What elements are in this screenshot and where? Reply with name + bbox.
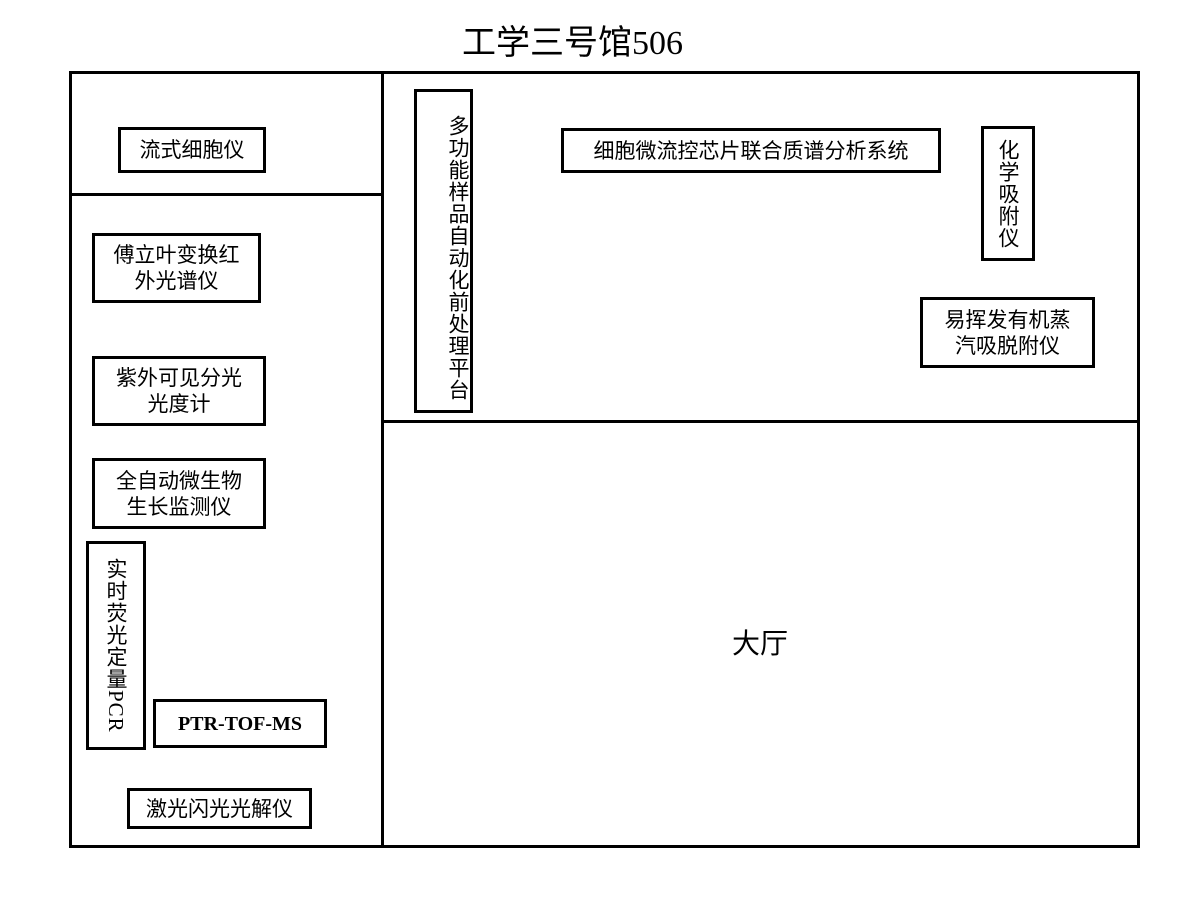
equipment-voc-thermal-desorption-label: 易挥发有机蒸汽吸脱附仪 bbox=[944, 307, 1071, 358]
equipment-voc-thermal-desorption[interactable]: 易挥发有机蒸汽吸脱附仪 bbox=[920, 297, 1095, 368]
equipment-microbial-monitor[interactable]: 全自动微生物生长监测仪 bbox=[92, 458, 266, 529]
equipment-microfluidic-ms[interactable]: 细胞微流控芯片联合质谱分析系统 bbox=[561, 128, 941, 173]
equipment-microbial-monitor-label: 全自动微生物生长监测仪 bbox=[116, 468, 242, 519]
room-hall-label: 大厅 bbox=[731, 629, 788, 660]
wall-right-horizontal bbox=[381, 420, 1140, 423]
equipment-flow-cytometer[interactable]: 流式细胞仪 bbox=[118, 127, 266, 173]
wall-left-horizontal bbox=[69, 193, 383, 196]
equipment-laser-flash-photolysis[interactable]: 激光闪光光解仪 bbox=[127, 788, 312, 829]
equipment-qpcr[interactable]: 实时荧光定量PCR bbox=[86, 541, 146, 750]
equipment-uv-vis[interactable]: 紫外可见分光光度计 bbox=[92, 356, 266, 426]
equipment-ftir-label: 傅立叶变换红外光谱仪 bbox=[113, 243, 240, 293]
wall-vertical-divider bbox=[381, 71, 384, 848]
equipment-ptr-tof-ms[interactable]: PTR-TOF-MS bbox=[153, 699, 327, 748]
floor-plan-title: 工学三号馆506 bbox=[462, 25, 683, 62]
room-outline bbox=[69, 71, 1140, 848]
equipment-ftir[interactable]: 傅立叶变换红外光谱仪 bbox=[92, 233, 261, 303]
equipment-uv-vis-label: 紫外可见分光光度计 bbox=[116, 366, 242, 416]
equipment-sample-pretreatment[interactable]: 多功能样品自动化前处理平台 bbox=[414, 89, 473, 413]
equipment-chemisorption[interactable]: 化学吸附仪 bbox=[981, 126, 1035, 261]
